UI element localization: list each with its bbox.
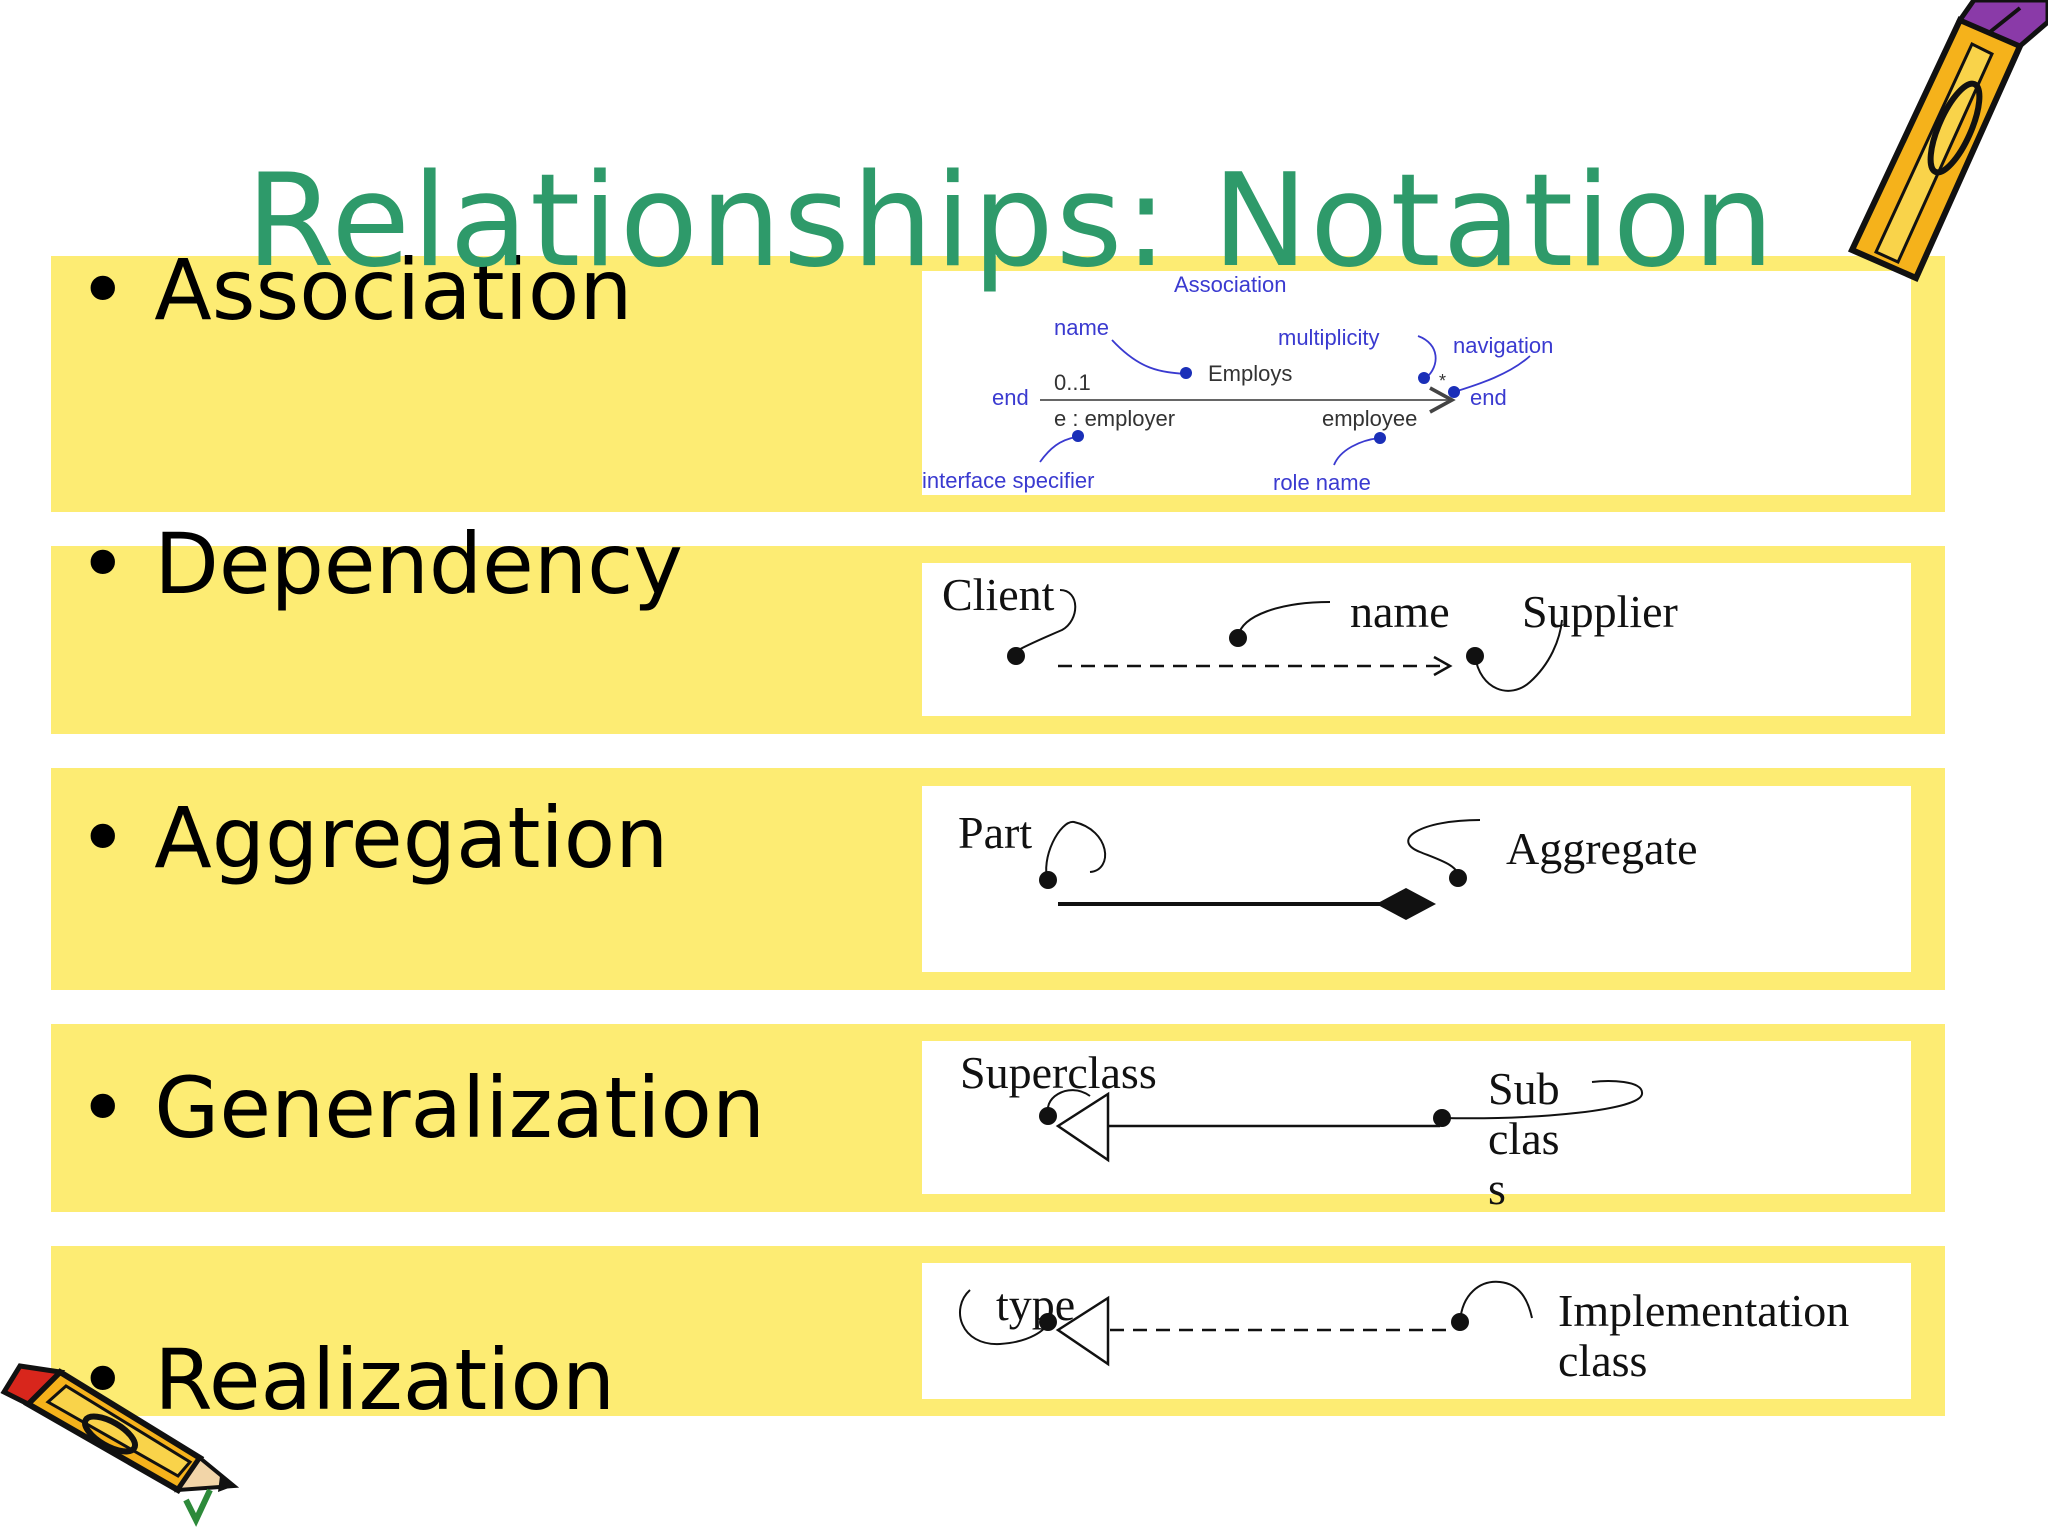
dependency-name-label: name — [1350, 586, 1450, 637]
aggregation-part-label: Part — [958, 807, 1032, 858]
association-employee-label: employee — [1322, 406, 1417, 431]
generalization-sub-label-1: Sub — [1488, 1063, 1560, 1114]
generalization-sub-label-2: clas — [1488, 1113, 1560, 1164]
row-label-realization: • Realization — [78, 1331, 616, 1429]
realization-impl-label-2: class — [1558, 1335, 1647, 1386]
association-end-left-label: end — [992, 385, 1029, 410]
row-label-generalization: • Generalization — [78, 1059, 766, 1157]
association-navigation-label: navigation — [1453, 333, 1553, 358]
aggregation-diagram-box — [922, 786, 1911, 972]
aggregation-aggregate-label: Aggregate — [1506, 823, 1698, 874]
association-heading: Association — [1174, 272, 1287, 297]
pencil-clipart-top — [1847, 0, 2048, 282]
association-employer-label: e : employer — [1054, 406, 1175, 431]
association-interface-label: interface specifier — [922, 468, 1094, 493]
realization-impl-label-1: Implementation — [1558, 1285, 1849, 1336]
association-end-right-label: end — [1470, 385, 1507, 410]
association-role-label: role name — [1273, 470, 1371, 495]
dependency-diagram-box — [922, 563, 1911, 716]
association-diagram: Association name multiplicity navigation… — [922, 272, 1553, 495]
row-label-aggregation: • Aggregation — [78, 789, 669, 887]
generalization-superclass-label: Superclass — [960, 1047, 1157, 1098]
association-multiplicity-label: multiplicity — [1278, 325, 1379, 350]
generalization-diagram: Superclass Sub clas s — [960, 1047, 1643, 1214]
association-name-label: name — [1054, 315, 1109, 340]
association-mult-left: 0..1 — [1054, 370, 1091, 395]
row-label-dependency: • Dependency — [78, 515, 683, 613]
association-diagram-box — [922, 271, 1911, 495]
row-label-association: • Association — [78, 241, 633, 339]
pencil-clipart-bottom — [0, 1363, 240, 1527]
dependency-client-label: Client — [942, 569, 1055, 620]
realization-diagram: type Implementation class — [959, 1279, 1849, 1386]
aggregation-diagram: Part Aggregate — [958, 807, 1698, 920]
association-dots — [1072, 367, 1460, 444]
slide-title: Relationships: Notation — [246, 147, 1777, 296]
association-employs-label: Employs — [1208, 361, 1292, 386]
generalization-sub-label-3: s — [1488, 1163, 1506, 1214]
dependency-diagram: Client name Supplier — [942, 569, 1678, 692]
realization-type-label: type — [996, 1279, 1075, 1330]
dependency-supplier-label: Supplier — [1522, 586, 1678, 637]
association-star: * — [1439, 371, 1446, 391]
